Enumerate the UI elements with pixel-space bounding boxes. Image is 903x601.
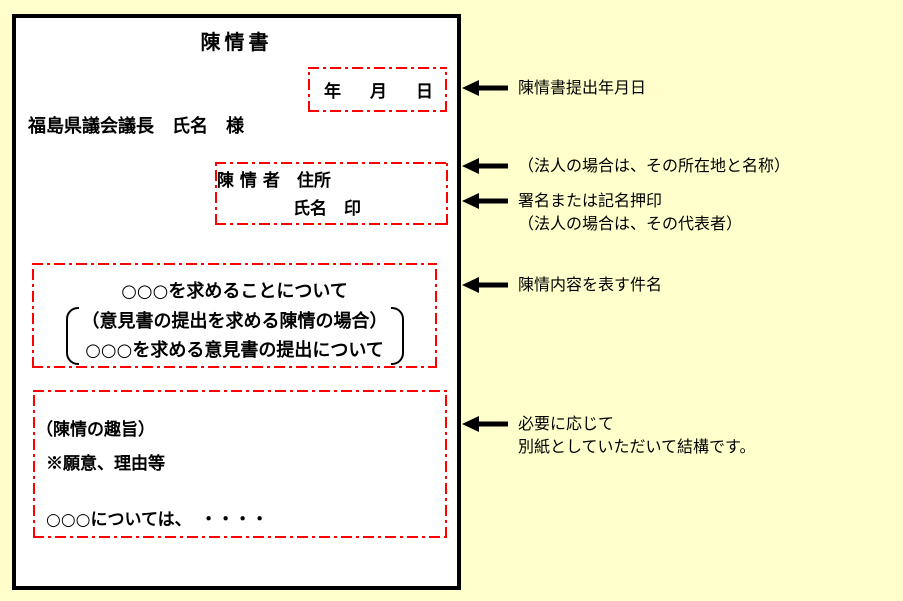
purpose-heading: （陳情の趣旨） <box>36 420 155 440</box>
date-placeholder: 年 月 日 <box>324 82 439 102</box>
annotation-subject-name: 陳情内容を表す件名 <box>462 275 662 296</box>
purpose-example: ○○○については、 ・・・・ <box>46 510 269 530</box>
annotation-signature: 署名または記名押印 （法人の場合は、その代表者） <box>462 191 742 235</box>
subject-alt-note: （意見書の提出を求める陳情の場合） <box>81 311 388 332</box>
subject-box: ○○○を求めることについて （意見書の提出を求める陳情の場合） ○○○を求める意… <box>32 263 437 368</box>
subject-alternative-group: （意見書の提出を求める陳情の場合） ○○○を求める意見書の提出について <box>32 307 437 365</box>
left-arrow-icon <box>462 193 508 209</box>
subject-title: ○○○を求めることについて <box>121 281 348 302</box>
annotation-corporation-address: （法人の場合は、その所在地と名称） <box>462 156 790 177</box>
left-arrow-icon <box>462 158 508 174</box>
subject-alternative-lines: （意見書の提出を求める陳情の場合） ○○○を求める意見書の提出について <box>82 307 388 365</box>
petition-document: 陳情書 年 月 日 福島県議会議長 氏名 様 陳 情 者 住所 氏名 印 ○○○… <box>12 14 461 590</box>
annotation-label: 陳情書提出年月日 <box>518 78 647 97</box>
annotation-submission-date: 陳情書提出年月日 <box>462 78 646 99</box>
left-bracket-icon <box>65 307 79 365</box>
purpose-box: （陳情の趣旨） ※願意、理由等 ○○○については、 ・・・・ <box>33 390 447 538</box>
annotation-label: 陳情内容を表す件名 <box>518 275 663 294</box>
right-bracket-icon <box>390 307 404 365</box>
annotation-label: 署名または記名押印 （法人の場合は、その代表者） <box>518 191 743 233</box>
subject-alt-title: ○○○を求める意見書の提出について <box>85 340 384 361</box>
annotation-label: 必要に応じて 別紙としていただいて結構です。 <box>518 414 756 456</box>
left-arrow-icon <box>462 80 508 96</box>
addressee-line: 福島県議会議長 氏名 様 <box>28 116 244 137</box>
date-field-box: 年 月 日 <box>308 67 447 112</box>
document-title: 陳情書 <box>200 30 273 54</box>
left-arrow-icon <box>462 277 508 293</box>
annotation-label: （法人の場合は、その所在地と名称） <box>518 156 791 175</box>
petitioner-address-line: 陳 情 者 住所 <box>217 171 331 191</box>
petitioner-box: 陳 情 者 住所 氏名 印 <box>215 162 448 225</box>
petitioner-name-line: 氏名 印 <box>293 199 361 219</box>
left-arrow-icon <box>462 416 508 432</box>
annotation-attachment-note: 必要に応じて 別紙としていただいて結構です。 <box>462 414 755 458</box>
purpose-note: ※願意、理由等 <box>46 454 165 474</box>
